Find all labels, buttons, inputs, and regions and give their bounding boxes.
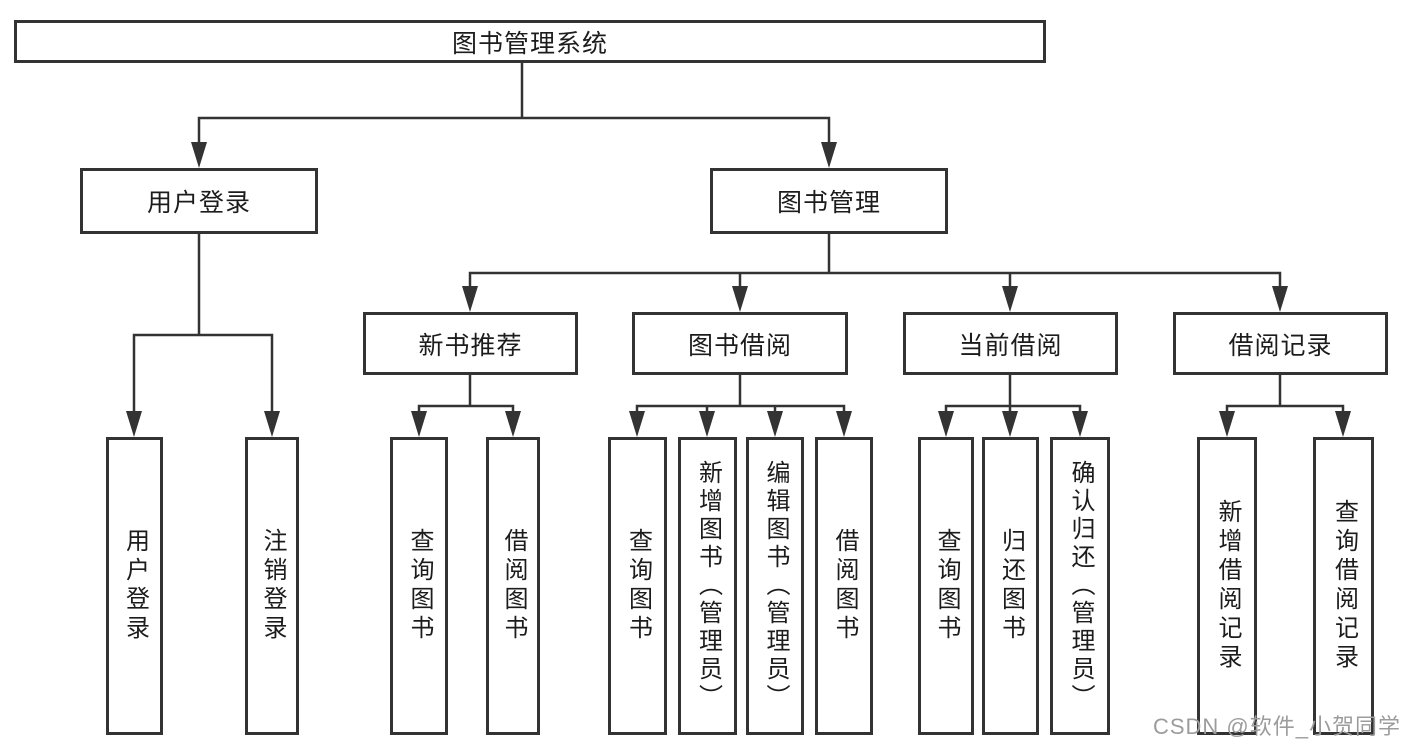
leaf-borrow-books: 借阅图书 (486, 437, 540, 735)
leaf-query-books: 查询图书 (390, 437, 448, 735)
leaf-query-borrow-record: 查询借阅记录 (1313, 437, 1374, 735)
leaf-confirm-return-admin: 确认归还（管理员） (1050, 437, 1110, 735)
arrow-down-icon (1335, 411, 1351, 437)
arrow-down-icon (191, 142, 207, 168)
arrow-down-icon (264, 411, 280, 437)
arrow-down-icon (126, 411, 142, 437)
leaf-return-books: 归还图书 (982, 437, 1039, 735)
node-borrow-records: 借阅记录 (1173, 312, 1388, 375)
node-book-management: 图书管理 (710, 168, 948, 234)
node-current-borrow: 当前借阅 (903, 312, 1118, 375)
node-root: 图书管理系统 (14, 20, 1046, 63)
arrow-down-icon (505, 411, 521, 437)
arrow-down-icon (821, 142, 837, 168)
arrow-down-icon (462, 286, 478, 312)
node-user-login: 用户登录 (80, 168, 318, 234)
arrow-down-icon (767, 411, 783, 437)
leaf-edit-books-admin: 编辑图书（管理员） (746, 437, 804, 735)
leaf-add-borrow-record: 新增借阅记录 (1197, 437, 1257, 735)
arrow-down-icon (411, 411, 427, 437)
leaf-logout: 注销登录 (245, 437, 299, 735)
leaf-user-login: 用户登录 (106, 437, 163, 735)
arrow-down-icon (836, 411, 852, 437)
leaf-add-books-admin: 新增图书（管理员） (678, 437, 737, 735)
csdn-watermark: CSDN @软件_小贺同学 (1152, 714, 1401, 739)
arrow-down-icon (1002, 411, 1018, 437)
arrow-down-icon (699, 411, 715, 437)
arrow-down-icon (1272, 286, 1288, 312)
arrow-down-icon (629, 411, 645, 437)
node-book-borrow: 图书借阅 (632, 312, 848, 375)
arrow-down-icon (732, 286, 748, 312)
arrow-down-icon (1072, 411, 1088, 437)
arrow-down-icon (938, 411, 954, 437)
leaf-query-books-2: 查询图书 (608, 437, 667, 735)
node-new-book-recommend: 新书推荐 (363, 312, 578, 375)
leaf-borrow-books-2: 借阅图书 (815, 437, 873, 735)
connector-lines (132, 63, 1345, 416)
leaf-query-books-3: 查询图书 (918, 437, 974, 735)
arrow-down-icon (1002, 286, 1018, 312)
arrowheads (126, 142, 1351, 437)
arrow-down-icon (1219, 411, 1235, 437)
